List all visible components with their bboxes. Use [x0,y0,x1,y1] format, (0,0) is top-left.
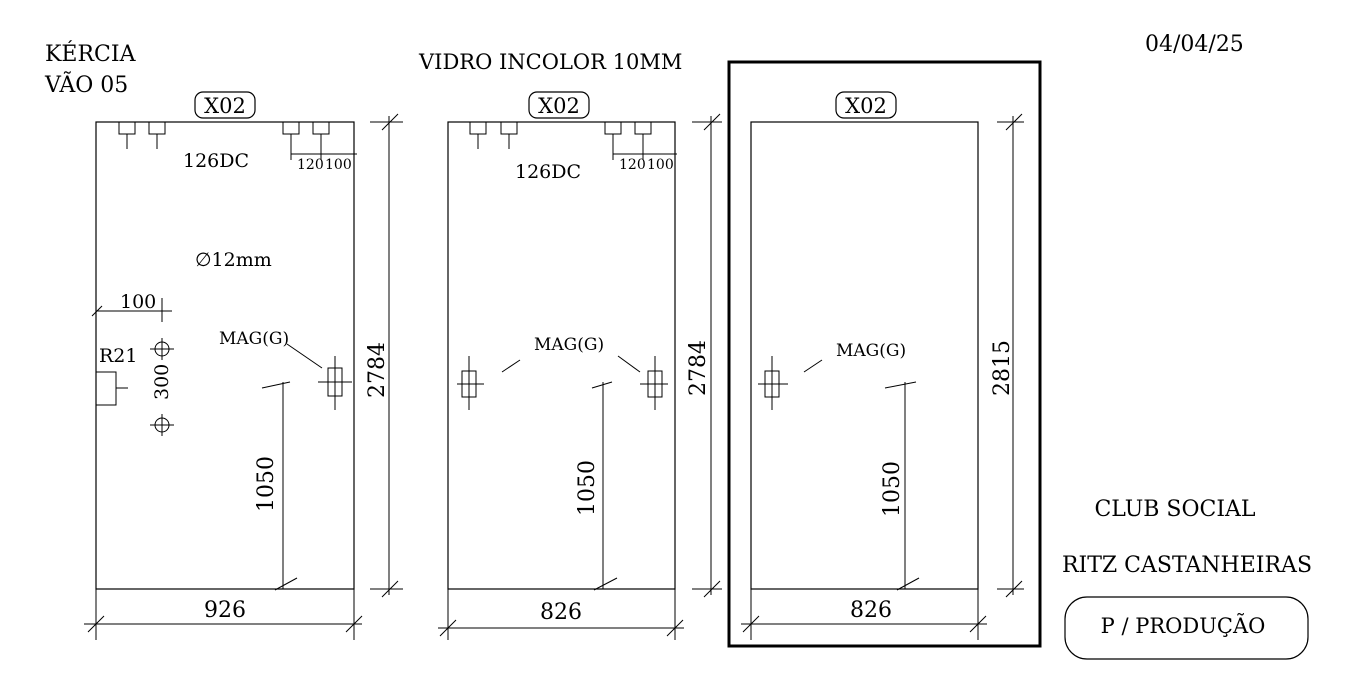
panel-2-handle-height: 1050 [575,460,600,516]
panel-3: X02 MAG(G) 1050 2815 [727,60,1042,648]
panel-3-magnet [758,356,823,410]
panel-1-top-hinges [118,121,357,160]
panel-3-handle-height: 1050 [880,461,905,517]
production-status-button[interactable]: P / PRODUÇÃO [1064,596,1309,660]
panel-1-width-dim [84,589,363,640]
panel-1-edge-offset-dim [91,298,172,322]
panel-1-height-marker [261,381,298,591]
panel-2-width: 826 [540,600,582,625]
panel-2: X02 126DC 120 100 MAG(G) [438,91,722,640]
panel-1-code: X02 [204,94,246,118]
panel-3-width-dim [741,589,987,640]
panel-1-hole-marks [150,338,174,436]
panel-1-magnet-label: MAG(G) [219,329,289,349]
panel-2-height-dim [692,113,722,598]
project-name-line1: CLUB SOCIAL [1094,497,1255,522]
panel-3-magnet-label: MAG(G) [836,341,906,361]
panel-2-magnet-label: MAG(G) [534,335,604,355]
panel-3-height: 2815 [990,340,1015,396]
panel-2-code-tag: X02 [528,91,590,119]
vao-label: VÃO 05 [44,70,128,98]
panel-1-hole-diameter: ∅12mm [195,249,272,271]
panel-1-outline [95,121,355,590]
panel-1-height-dim [370,113,403,598]
client-name: KÉRCIA [45,40,137,67]
panel-1-spacing-a: 120 [297,157,324,173]
panel-2-height: 2784 [686,340,711,396]
panel-2-outline [447,121,676,590]
panel-2-hardware-label: 126DC [515,161,581,183]
panel-3-code: X02 [845,94,887,118]
panel-1-hardware-label: 126DC [183,150,249,172]
panel-3-outline [750,121,979,590]
panel-1-height: 2784 [365,342,390,398]
panel-3-code-tag: X02 [835,91,897,119]
panel-1-magnet-symbol [286,343,352,410]
panel-2-height-marker [591,381,618,591]
panel-2-magnets [457,355,668,410]
panel-1: X02 126DC 120 100 ∅12mm 100 R21 [84,91,403,640]
panel-1-radius: R21 [99,345,137,367]
panel-2-code: X02 [538,94,580,118]
panel-2-top-hinges [469,121,677,160]
glass-spec: VIDRO INCOLOR 10MM [418,50,682,74]
panel-2-width-dim [438,589,684,640]
panel-1-hole-spacing: 300 [151,364,173,400]
project-name-line2: RITZ CASTANHEIRAS [1062,553,1312,578]
panel-1-spacing-b: 100 [325,157,352,173]
panel-1-notch [96,371,128,406]
panel-3-height-dim [977,113,1024,598]
production-status-label: P / PRODUÇÃO [1101,614,1266,638]
panel-1-edge-offset: 100 [120,291,156,313]
panel-2-spacing-b: 100 [647,157,674,173]
panel-1-code-tag: X02 [194,91,256,119]
panel-1-width: 926 [204,598,246,623]
drawing-date: 04/04/25 [1145,32,1244,57]
panel-1-handle-height: 1050 [254,456,279,512]
panel-3-height-marker [884,381,920,591]
panel-3-highlight-frame [727,60,1042,648]
panel-2-spacing-a: 120 [619,157,646,173]
panel-3-width: 826 [850,598,892,623]
